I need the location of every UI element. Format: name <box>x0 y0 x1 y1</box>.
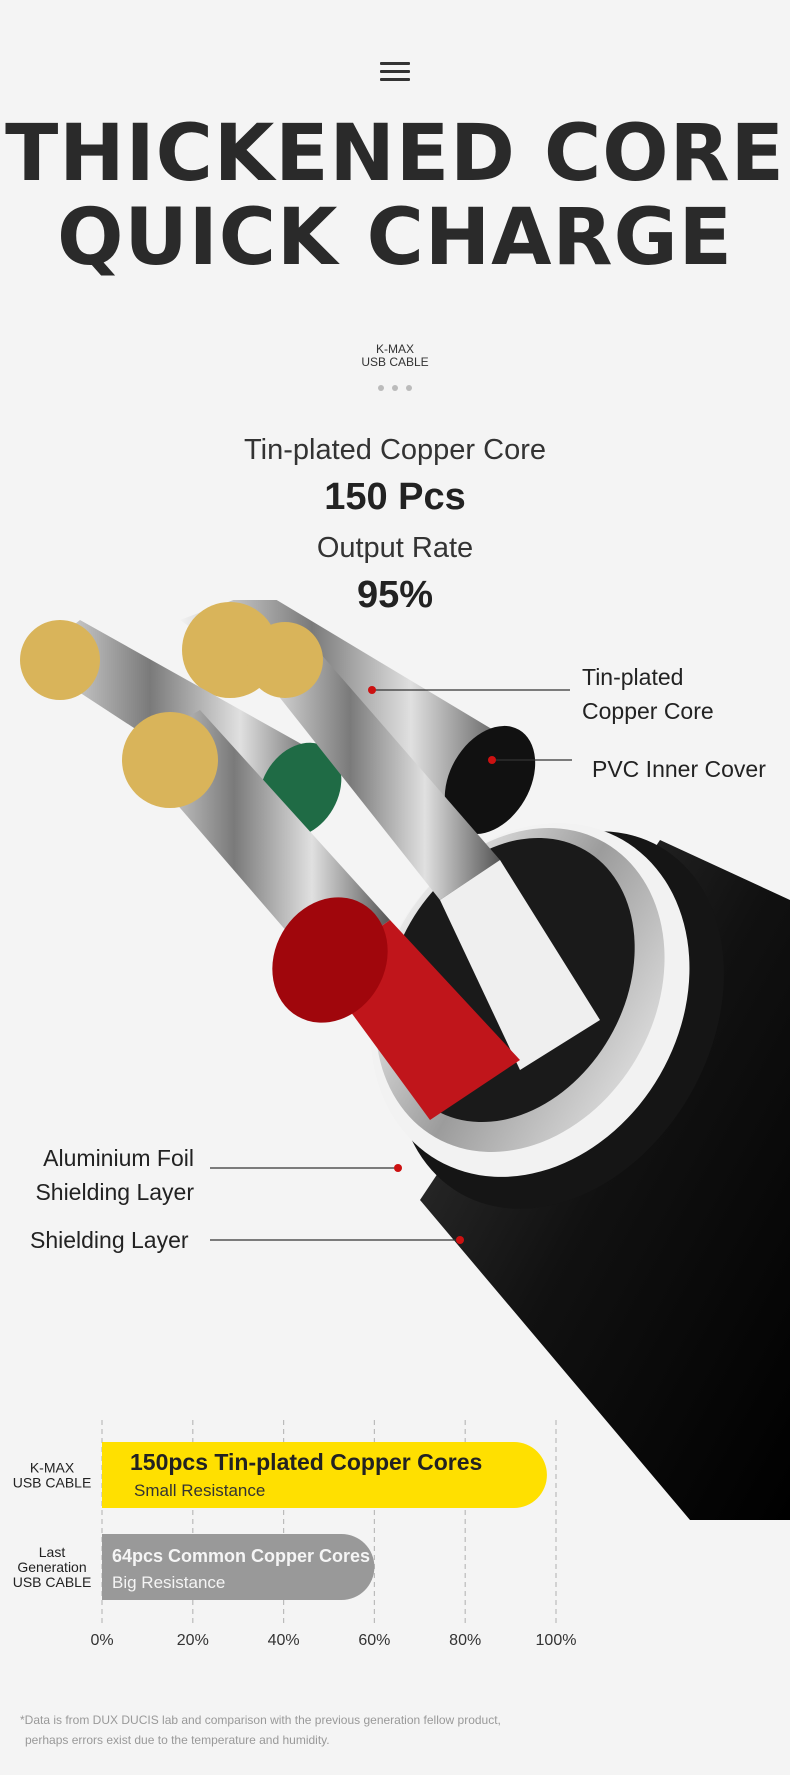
carousel-dots <box>374 378 416 396</box>
x-tick-label: 20% <box>177 1632 209 1649</box>
rate-value: 95% <box>356 574 434 616</box>
headline-line-2: QUICK CHARGE <box>57 193 733 283</box>
category-label: USB CABLE <box>13 1574 92 1590</box>
brand-subtitle: USB CABLE <box>361 355 429 369</box>
hamburger-menu-icon[interactable] <box>380 62 410 82</box>
cable-illustration <box>20 600 790 1520</box>
callout-shielding-layer: Shielding Layer <box>30 1227 189 1253</box>
callout-aluminium-foil: Aluminium Foil Shielding Layer <box>35 1145 194 1205</box>
category-label: Last <box>39 1544 66 1560</box>
callout-dot-shield <box>456 1236 464 1244</box>
core-label: Tin-plated Copper Core <box>244 434 546 466</box>
category-label: Generation <box>17 1559 86 1575</box>
x-tick-label: 80% <box>449 1632 481 1649</box>
strand-bundle-bottom <box>122 710 520 1120</box>
bar-label: 150pcs Tin-plated Copper Cores <box>130 1449 482 1475</box>
x-tick-label: 0% <box>90 1632 113 1649</box>
bar <box>102 1534 375 1600</box>
bar-sublabel: Small Resistance <box>134 1481 265 1500</box>
bar-label: 64pcs Common Copper Cores <box>112 1546 370 1566</box>
strand-bundle-middle <box>247 622 600 1070</box>
bar-sublabel: Big Resistance <box>112 1573 225 1592</box>
x-tick-label: 40% <box>268 1632 300 1649</box>
rate-label: Output Rate <box>316 532 474 564</box>
callout-dot-foil <box>394 1164 402 1172</box>
category-label: K-MAX <box>30 1460 75 1476</box>
callout-tin-plated-core: Tin-plated Copper Core <box>582 664 714 724</box>
callout-pvc-inner-cover: PVC Inner Cover <box>592 756 766 782</box>
footnote: *Data is from DUX DUCIS lab and comparis… <box>20 1713 501 1747</box>
brand-name: K-MAX <box>375 342 414 356</box>
core-value: 150 Pcs <box>324 476 466 518</box>
callout-dot-tin <box>368 686 376 694</box>
callout-dot-pvc <box>488 756 496 764</box>
category-label: USB CABLE <box>13 1475 92 1491</box>
bar <box>102 1442 547 1508</box>
headline-line-1: THICKENED CORE <box>5 109 785 199</box>
x-tick-label: 100% <box>536 1632 577 1649</box>
x-tick-label: 60% <box>358 1632 390 1649</box>
comparison-chart: 0% 20% 40% 60% 80% 100% 150pcs Tin-plated Copp… <box>13 1420 577 1649</box>
